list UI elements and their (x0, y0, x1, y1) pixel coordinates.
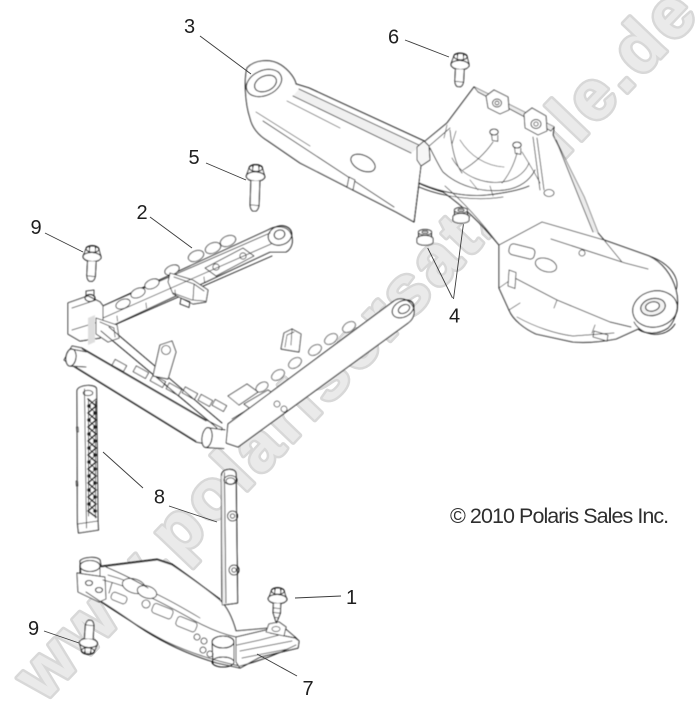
svg-text:4: 4 (449, 306, 460, 328)
svg-text:9: 9 (30, 217, 41, 239)
svg-text:3: 3 (184, 16, 195, 38)
svg-text:9: 9 (28, 618, 39, 640)
svg-text:5: 5 (188, 147, 199, 169)
svg-text:© 2010 Polaris Sales Inc.: © 2010 Polaris Sales Inc. (450, 504, 668, 528)
svg-text:1: 1 (346, 587, 357, 609)
svg-text:6: 6 (388, 26, 399, 48)
svg-text:8: 8 (154, 487, 165, 509)
svg-text:7: 7 (302, 678, 313, 700)
svg-text:2: 2 (136, 202, 147, 224)
